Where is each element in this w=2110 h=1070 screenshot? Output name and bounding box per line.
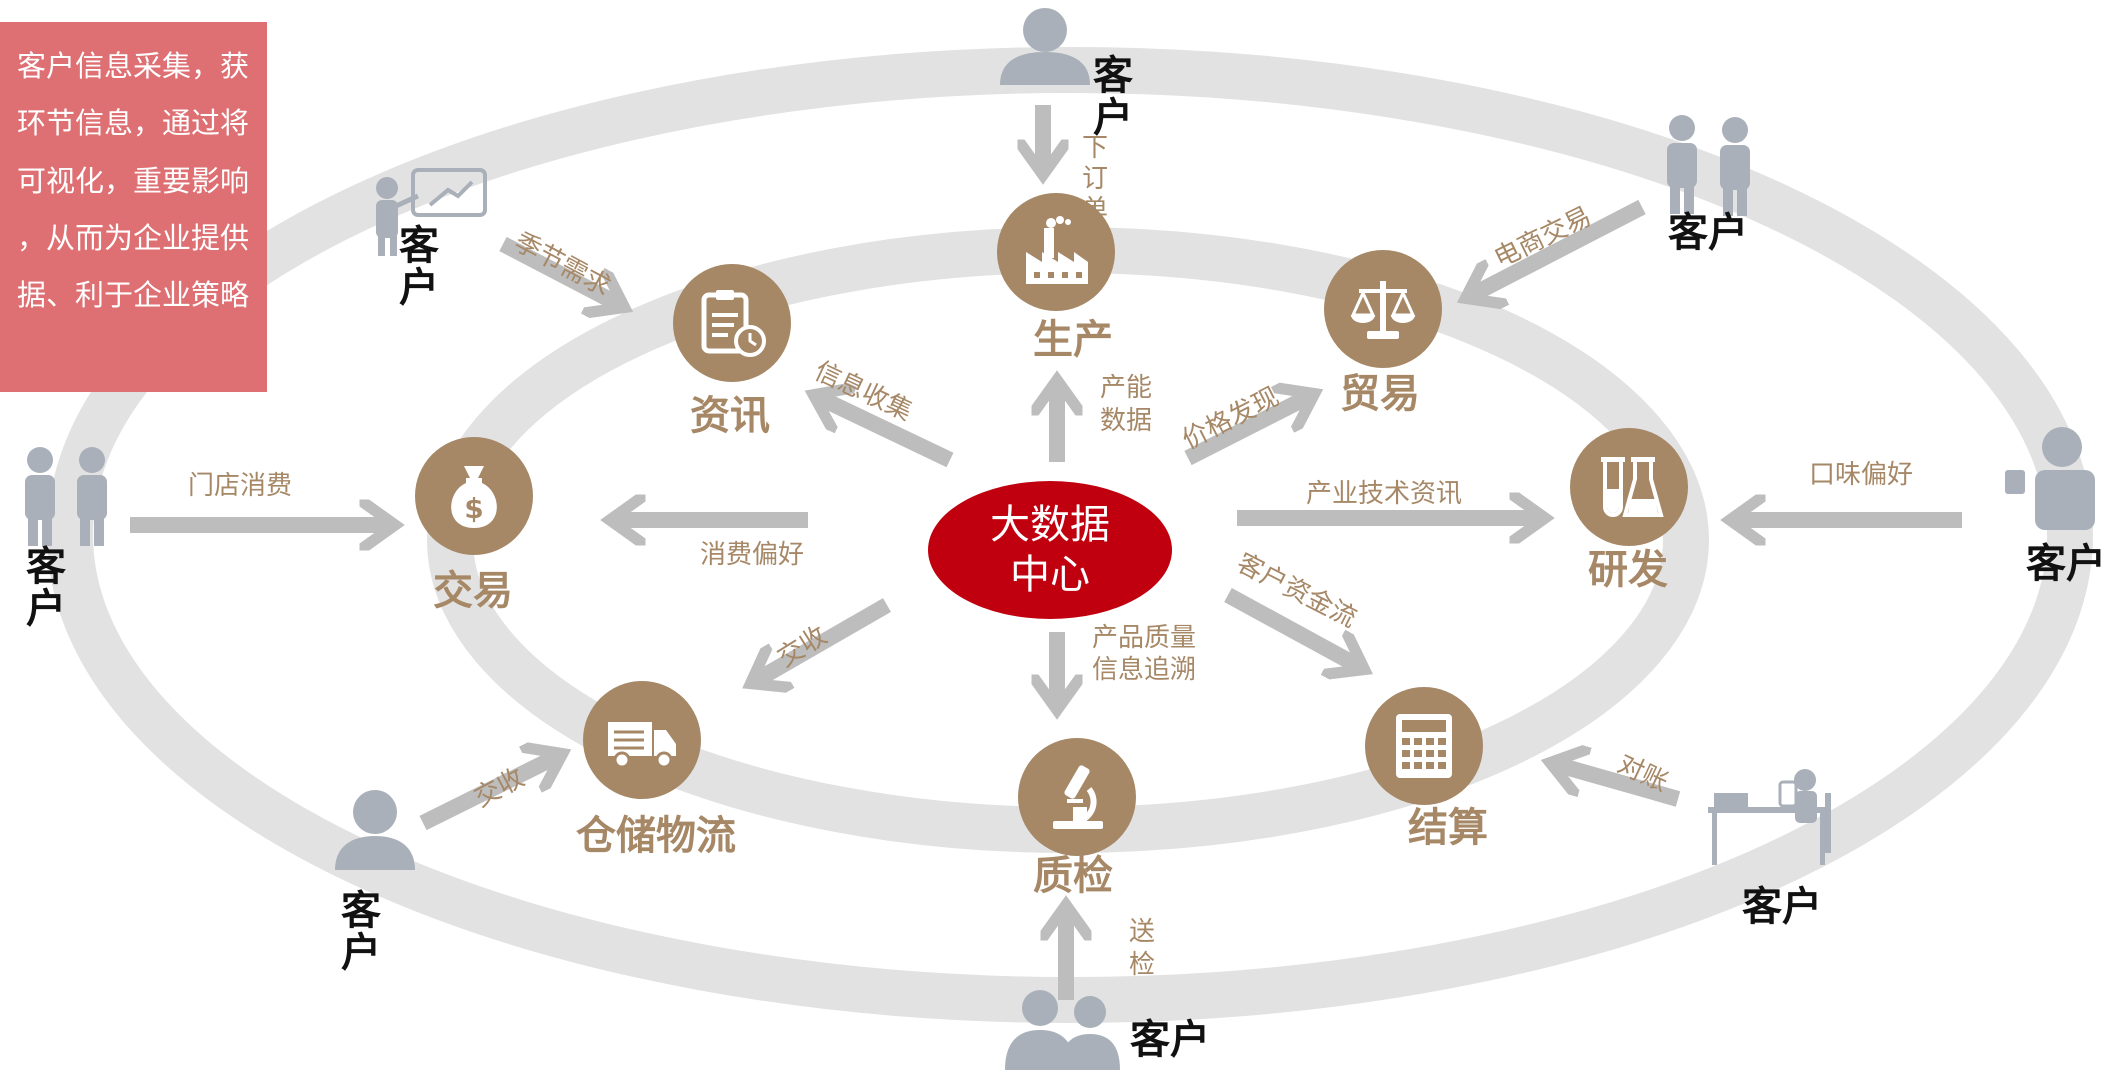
- info-text-box: 客户信息采集，获 环节信息，通过将 可视化，重要影响 ，从而为企业提供 据、利于…: [0, 22, 267, 392]
- node-quality-label: 质检: [1033, 853, 1113, 899]
- node-quality: [1018, 738, 1136, 856]
- flow-label-quality-trace-1: 产品质量: [1092, 623, 1197, 653]
- money-bag-icon: $: [451, 466, 497, 528]
- arrow-ecommerce: [1470, 199, 1646, 296]
- node-settlement-label: 结算: [1408, 805, 1488, 851]
- info-line: 可视化，重要影响: [16, 164, 249, 198]
- delivery-truck-icon: [608, 722, 676, 769]
- flow-label-taste-pref: 口味偏好: [1809, 460, 1914, 490]
- customer-label-upper-right: 客户: [1668, 210, 1748, 256]
- node-trade: [1324, 250, 1442, 368]
- center-label-line1: 大数据: [990, 502, 1110, 548]
- node-settlement: [1365, 687, 1483, 805]
- customer-label-bottom: 客户: [1130, 1017, 1210, 1063]
- arrow-acceptance-outer: [419, 756, 558, 831]
- clipboard-timer-icon: [701, 290, 766, 357]
- arrow-acceptance-inner: [755, 598, 891, 681]
- customer-couple-icon: [1005, 990, 1120, 1070]
- node-info-label: 资讯: [690, 393, 770, 439]
- arrow-reconcile: [1555, 764, 1681, 807]
- calculator-icon: [1396, 714, 1452, 778]
- big-data-center: 大数据 中心: [928, 481, 1172, 619]
- customer-businessman-icon: [1000, 8, 1090, 85]
- microscope-icon: [1053, 765, 1103, 829]
- node-trade-label: 贸易: [1340, 371, 1420, 417]
- node-logistics: [583, 681, 701, 799]
- customer-pair-icon: [25, 447, 107, 546]
- flow-label-industry-tech: 产业技术资讯: [1306, 479, 1463, 509]
- node-transaction-label: 交易: [433, 568, 513, 614]
- customer-label-right: 客户: [2026, 541, 2106, 587]
- arrow-capital-flow: [1224, 587, 1360, 667]
- flow-label-inspection: 送检: [1129, 917, 1156, 980]
- customer-businessman-icon: [335, 790, 415, 870]
- factory-icon: [1026, 216, 1088, 284]
- node-rnd-label: 研发: [1588, 547, 1668, 593]
- arrow-price-discovery: [1184, 396, 1310, 466]
- node-production-label: 生产: [1033, 317, 1113, 363]
- balance-scale-icon: [1350, 281, 1416, 339]
- info-line: 环节信息，通过将: [16, 106, 249, 140]
- lab-flask-icon: [1601, 457, 1664, 517]
- customer-label-left: 客户: [26, 544, 66, 632]
- customer-presenter-icon: [376, 168, 487, 256]
- customer-label-top: 客户: [1093, 53, 1133, 141]
- node-rnd: [1570, 428, 1688, 546]
- customer-pair-icon: [1667, 115, 1750, 216]
- node-logistics-label: 仓储物流: [576, 813, 736, 859]
- flow-label-store-consumption: 门店消费: [188, 471, 293, 501]
- customer-label-lower-left: 客户: [341, 888, 381, 976]
- info-line: ，从而为企业提供: [16, 221, 249, 255]
- center-label-line2: 中心: [1010, 552, 1090, 598]
- arrow-info-collect: [818, 397, 954, 468]
- flow-label-quality-trace-2: 信息追溯: [1092, 655, 1197, 685]
- flow-label-consumption-pref: 消费偏好: [700, 540, 805, 570]
- customer-label-lower-right: 客户: [1742, 884, 1822, 930]
- node-transaction: $: [415, 437, 533, 555]
- flow-label-capacity: 产能数据: [1100, 373, 1153, 436]
- info-line: 客户信息采集，获: [16, 49, 249, 83]
- node-info: [673, 264, 791, 382]
- customer-waiter-icon: [2005, 427, 2095, 530]
- svg-text:$: $: [464, 492, 483, 525]
- customer-label-upper-left: 客户: [399, 223, 439, 311]
- flow-label-order: 下订单: [1082, 133, 1109, 226]
- arrow-seasonal-demand: [499, 236, 620, 305]
- node-production: [997, 193, 1115, 311]
- info-line: 据、利于企业策略: [16, 278, 249, 312]
- customer-desk-worker-icon: [1708, 769, 1831, 865]
